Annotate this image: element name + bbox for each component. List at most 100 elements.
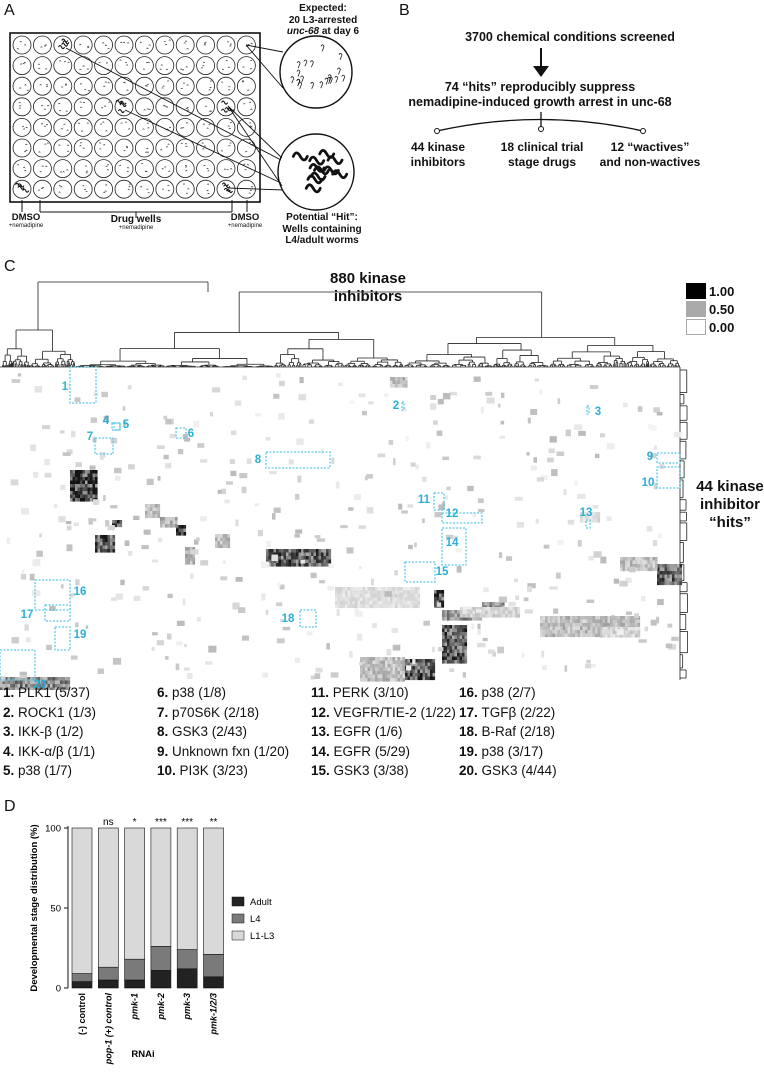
heatmap-cell bbox=[367, 587, 371, 591]
heatmap-cell bbox=[370, 657, 373, 661]
heatmap-cell bbox=[482, 602, 485, 606]
scale-swatch-low bbox=[686, 319, 706, 335]
heatmap-cell bbox=[635, 619, 638, 624]
heatmap-cell bbox=[677, 564, 680, 568]
hit-legend-label: IKK-α/β (1/1) bbox=[18, 743, 96, 759]
heatmap-cell bbox=[570, 630, 573, 634]
worm-mark bbox=[41, 187, 44, 189]
worm-mark bbox=[221, 100, 229, 105]
heatmap-cell bbox=[217, 544, 221, 549]
heatmap-cell bbox=[330, 672, 339, 678]
heatmap-cell bbox=[679, 578, 683, 582]
worm-mark bbox=[185, 66, 188, 68]
hit-box-number-8: 8 bbox=[255, 454, 262, 466]
heatmap-cell bbox=[477, 607, 481, 611]
heatmap-cell bbox=[597, 512, 601, 516]
heatmap-cell bbox=[405, 676, 408, 681]
heatmap-cell bbox=[380, 594, 383, 598]
heatmap-cell bbox=[617, 616, 621, 620]
hit-legend-number: 7. bbox=[157, 704, 173, 720]
heatmap-cell bbox=[565, 429, 572, 437]
heatmap-cell bbox=[480, 614, 483, 618]
worm-mark bbox=[59, 109, 62, 112]
heatmap-cell bbox=[622, 557, 626, 561]
heatmap-cell bbox=[127, 385, 132, 390]
heatmap-cell bbox=[390, 667, 393, 672]
heatmap-cell bbox=[452, 639, 455, 643]
worm-mark bbox=[223, 187, 231, 192]
heatmap-cell bbox=[311, 552, 314, 557]
heatmap-cell bbox=[610, 623, 613, 627]
heatmap-cell bbox=[157, 476, 161, 481]
heatmap-cell bbox=[664, 574, 668, 579]
heatmap-cell bbox=[414, 542, 417, 548]
heatmap-cell bbox=[190, 561, 193, 565]
heatmap-cell bbox=[39, 533, 42, 538]
heatmap-cell bbox=[276, 552, 279, 557]
heatmap-cell bbox=[617, 627, 621, 631]
worm-mark bbox=[126, 89, 129, 91]
heatmap-cell bbox=[545, 619, 548, 624]
heatmap-cell bbox=[217, 489, 225, 494]
heatmap-cell bbox=[395, 384, 398, 388]
worm-mark bbox=[163, 40, 166, 43]
well bbox=[175, 97, 195, 117]
heatmap-cell bbox=[462, 610, 466, 615]
heatmap-cell bbox=[7, 677, 11, 681]
heatmap-cell bbox=[65, 680, 68, 685]
worm-mark bbox=[201, 142, 204, 144]
hit-legend-label: GSK3 (4/44) bbox=[481, 763, 557, 778]
heatmap-cell bbox=[97, 538, 101, 543]
heatmap-cell bbox=[66, 525, 72, 531]
heatmap-cell bbox=[165, 524, 168, 528]
well bbox=[12, 76, 32, 96]
heatmap-cell bbox=[27, 677, 31, 681]
heatmap-cell bbox=[560, 630, 563, 634]
heatmap-cell bbox=[355, 590, 358, 595]
heatmap-cell bbox=[385, 604, 388, 609]
heatmap-cell bbox=[380, 601, 383, 605]
heatmap-cell bbox=[410, 676, 413, 681]
worm-mark bbox=[85, 190, 88, 193]
heatmap-cell bbox=[492, 610, 496, 615]
heatmap-cell bbox=[387, 601, 391, 605]
heatmap-cell bbox=[5, 680, 8, 685]
heatmap-cell bbox=[232, 602, 240, 610]
heatmap-cell bbox=[582, 623, 586, 627]
heatmap-cell bbox=[10, 680, 13, 685]
heatmap-cell bbox=[454, 632, 458, 636]
heatmap-cell bbox=[574, 424, 583, 430]
heatmap-cell bbox=[397, 380, 401, 385]
heatmap-cell bbox=[415, 587, 418, 591]
heatmap-cell bbox=[70, 430, 76, 438]
heatmap-cell bbox=[238, 607, 246, 613]
hit-legend-item: 4. IKK-α/β (1/1) bbox=[3, 744, 95, 760]
worm-mark bbox=[80, 130, 84, 132]
heatmap-cell bbox=[486, 397, 495, 404]
heatmap-cell bbox=[347, 590, 351, 595]
heatmap-cell bbox=[327, 586, 334, 591]
heatmap-cell bbox=[392, 604, 396, 609]
heatmap-cell bbox=[597, 633, 601, 638]
heatmap-cell bbox=[288, 563, 292, 567]
heatmap-cell bbox=[380, 657, 383, 661]
heatmap-cell bbox=[635, 630, 638, 635]
heatmap-cell bbox=[427, 662, 431, 667]
worm-mark bbox=[227, 89, 231, 91]
heatmap-cell bbox=[627, 567, 631, 572]
heatmap-cell bbox=[552, 623, 556, 627]
worm-mark bbox=[160, 64, 163, 66]
hit-legend-number: 5. bbox=[3, 763, 19, 778]
heatmap-cell bbox=[449, 642, 453, 647]
dmso-right-sub: +nemadipine bbox=[227, 223, 263, 229]
heatmap-cell bbox=[32, 687, 36, 690]
heatmap-cell bbox=[592, 512, 596, 516]
heatmap-cell bbox=[412, 587, 416, 591]
heatmap-cell bbox=[417, 662, 421, 667]
worm-mark bbox=[161, 87, 164, 89]
heatmap-cell bbox=[120, 579, 125, 586]
heatmap-cell bbox=[184, 667, 190, 671]
heatmap-cell bbox=[575, 626, 578, 631]
heatmap-cell bbox=[87, 477, 91, 481]
